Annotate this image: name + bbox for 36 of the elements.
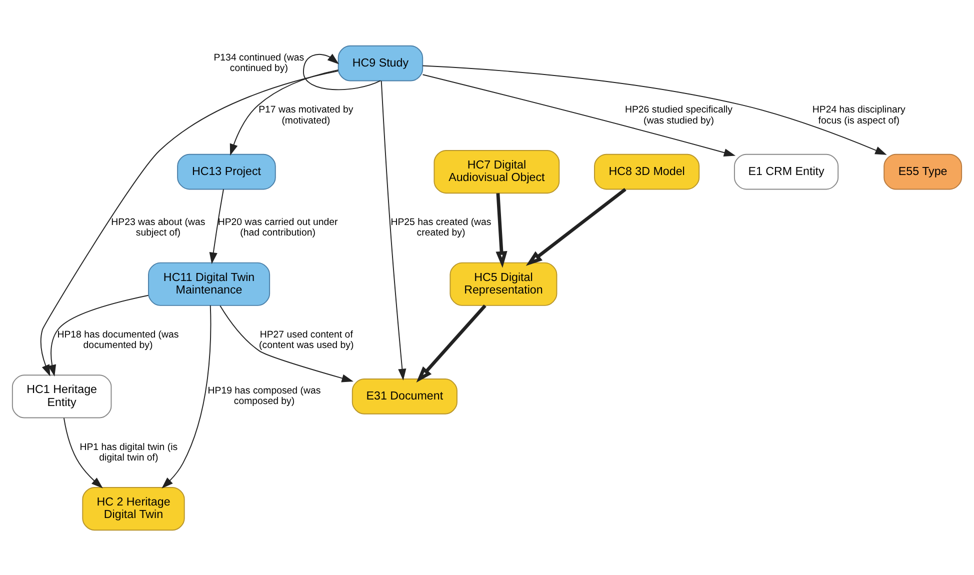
edge-label: HP26 studied specifically (was studied by)	[625, 104, 733, 126]
node-box: HC5 Digital Representation	[450, 262, 558, 306]
edge-label: P17 was motivated by (motivated)	[258, 104, 354, 126]
arrow	[40, 70, 338, 376]
arrow	[209, 188, 224, 264]
node-box: HC11 Digital Twin Maintenance	[148, 262, 270, 306]
node-box: E31 Document	[352, 378, 458, 414]
node-box: HC1 Heritage Entity	[12, 374, 112, 418]
node-box: E55 Type	[884, 153, 962, 190]
edge-label: HP25 has created (was created by)	[390, 216, 492, 238]
arrow	[230, 68, 339, 156]
node-box: HC 2 Heritage Digital Twin	[82, 486, 185, 530]
node-box: HC7 Digital Audiovisual Object	[434, 149, 560, 194]
edge-label: HP20 was carried out under (had contribution)	[218, 216, 338, 238]
edge-label: HP19 has composed (was composed by)	[208, 385, 321, 407]
edge-label: HP1 has digital twin (is digital twin of)	[80, 441, 178, 463]
arrow	[302, 53, 381, 90]
node-box: HC8 3D Model	[594, 153, 700, 190]
edge-label: P134 continued (was continued by)	[214, 52, 304, 74]
arrow	[526, 187, 626, 266]
edge-label: HP24 has disciplinary focus (is aspect of)	[812, 104, 906, 126]
arrow	[48, 294, 149, 376]
arrow	[496, 192, 508, 268]
node-box: HC9 Study	[338, 44, 424, 81]
arrow	[416, 304, 486, 382]
arrow	[63, 417, 103, 488]
node-box: HC13 Project	[177, 153, 276, 190]
edge-label: HP27 used content of (content was used by)	[259, 328, 354, 351]
edge-label: HP23 was about (was subject of)	[111, 216, 206, 238]
edge-label: HP18 has documented (was documented by)	[57, 328, 179, 351]
arrow	[422, 74, 736, 156]
arrow	[220, 304, 354, 382]
arrow	[422, 64, 887, 154]
node-box: E1 CRM Entity	[734, 153, 839, 190]
arrow	[380, 80, 406, 380]
arrow	[162, 304, 212, 488]
